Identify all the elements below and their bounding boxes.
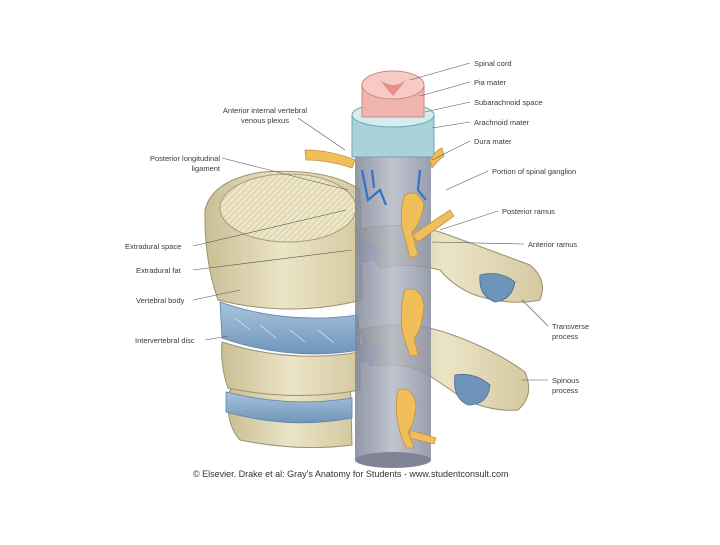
spinal-cord-layers: [351, 70, 435, 158]
label-anterior-ramus: Anterior ramus: [528, 240, 578, 249]
label-transverse-process-line1: Transverse: [552, 322, 590, 331]
intervertebral-disc-shape: [219, 301, 361, 355]
label-dura-mater: Dura mater: [474, 137, 512, 146]
label-portion-of-spinal-ganglion: Portion of spinal ganglion: [492, 167, 577, 176]
label-spinal-cord: Spinal cord: [474, 59, 512, 68]
middle-vertebral-body: [221, 341, 361, 396]
label-vertebral-body: Vertebral body: [136, 296, 185, 305]
label-anterior-internal-line2: venous plexus: [241, 116, 289, 125]
label-posterior-ramus: Posterior ramus: [502, 207, 555, 216]
upper-vertebral-body: [204, 170, 363, 310]
copyright-credit: © Elsevier. Drake et al: Gray's Anatomy …: [193, 469, 509, 479]
label-intervertebral-disc: Intervertebral disc: [135, 336, 195, 345]
label-posterior-longitudinal-line2: ligament: [191, 164, 220, 173]
label-posterior-longitudinal-line1: Posterior longitudinal: [149, 154, 220, 163]
label-spinous-process-line1: Spinous: [552, 376, 580, 385]
leader-lines: [192, 62, 549, 381]
label-extradural-fat: Extradural fat: [136, 266, 181, 275]
label-extradural-space: Extradural space: [125, 242, 182, 251]
label-pia-mater: Pia mater: [474, 78, 507, 87]
label-transverse-process-line2: process: [552, 332, 579, 341]
venous-plexus: [360, 169, 427, 206]
label-anterior-internal-line1: Anterior internal vertebral: [222, 106, 308, 115]
label-subarachnoid-space: Subarachnoid space: [474, 98, 543, 107]
label-arachnoid-mater: Arachnoid mater: [474, 118, 530, 127]
label-spinous-process-line2: process: [552, 386, 579, 395]
spinal-nerves: [304, 147, 455, 449]
